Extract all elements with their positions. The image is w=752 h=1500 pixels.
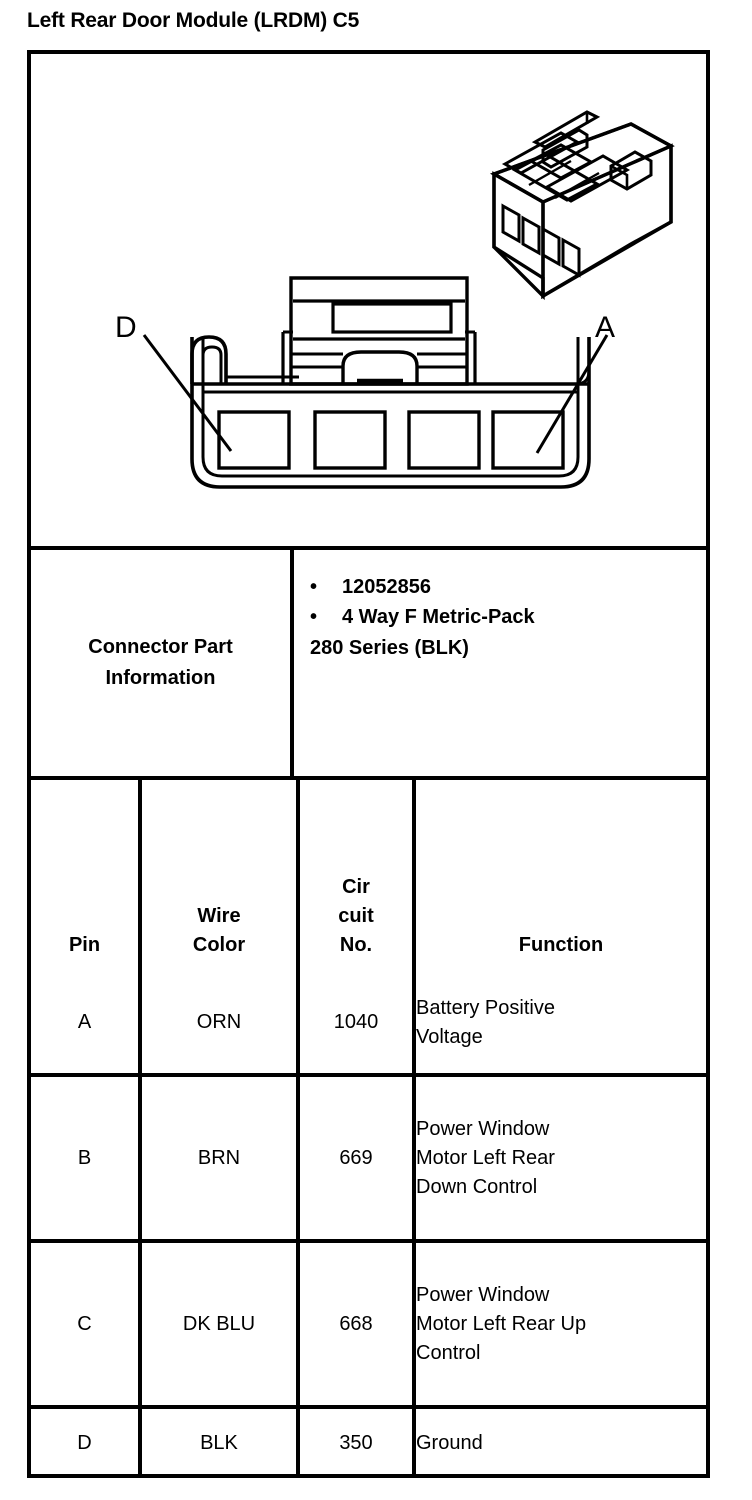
bullet-glyph-icon: •: [310, 576, 318, 598]
cell-function: Battery Positive Voltage: [414, 972, 706, 1077]
connector-info-frame: D A Connector Part Information • 12052856…: [27, 50, 710, 1478]
cell-circuit-no: 668: [298, 1241, 416, 1409]
function-line: Power Window: [416, 1283, 550, 1306]
callout-leaders: [142, 334, 609, 454]
partinfo-label-line2: Information: [105, 667, 216, 689]
bullet-glyph-icon-2: •: [310, 606, 318, 629]
function-line: Battery Positive: [416, 996, 555, 1019]
part-number-bullet-item: • 12052856: [310, 572, 706, 602]
callout-label-d: D: [115, 311, 137, 344]
cell-wire-color: BLK: [140, 1407, 300, 1477]
function-line: Motor Left Rear Up: [416, 1312, 587, 1335]
cell-function: Ground: [414, 1407, 706, 1477]
cell-circuit-no: 669: [298, 1075, 416, 1243]
partinfo-label-line1: Connector Part: [88, 636, 233, 658]
column-header-function: Function: [414, 780, 706, 972]
table-row: A ORN 1040 Battery Positive Voltage: [31, 972, 706, 1077]
function-line: Ground: [416, 1431, 483, 1454]
connector-drawing-svg: D A: [115, 110, 675, 489]
cell-pin: B: [31, 1075, 142, 1243]
part-description-continuation: 280 Series (BLK): [310, 636, 469, 659]
cell-pin: C: [31, 1241, 142, 1409]
cell-circuit-no: 350: [298, 1407, 416, 1477]
front-face-connector-view: [190, 276, 591, 489]
function-line: Down Control: [416, 1175, 538, 1198]
cell-function: Power Window Motor Left Rear Down Contro…: [414, 1075, 706, 1243]
cavity-squares: [217, 410, 565, 470]
connector-part-information-section: Connector Part Information • 12052856 • 4 …: [31, 546, 706, 776]
column-header-circuit-no: Cir cuit No.: [298, 780, 416, 972]
connector-part-information-values: • 12052856 • 4 Way F Metric-Pack 280 Serie…: [294, 550, 706, 776]
column-header-wire-color: Wire Color: [140, 780, 300, 972]
cell-pin: A: [31, 972, 142, 1077]
table-row: D BLK 350 Ground: [31, 1407, 706, 1477]
part-description-bullet-item: • 4 Way F Metric-Pack: [310, 602, 706, 632]
header-circuit-line1: Cir: [342, 876, 370, 898]
pin-table: Pin Wire Color Cir cuit: [31, 780, 706, 1477]
header-pin-line1: Pin: [68, 934, 101, 956]
cell-wire-color: BRN: [140, 1075, 300, 1243]
table-row: C DK BLU 668 Power Window Motor Left Rea…: [31, 1241, 706, 1409]
header-circuit-line3: No.: [339, 934, 373, 956]
callout-label-a: A: [595, 311, 615, 344]
cell-wire-color: DK BLU: [140, 1241, 300, 1409]
pin-function-table: Pin Wire Color Cir cuit: [31, 776, 706, 1477]
header-circuit-line2: cuit: [338, 905, 374, 927]
function-line: Voltage: [416, 1025, 483, 1048]
cell-pin: D: [31, 1407, 142, 1477]
page-title: Left Rear Door Module (LRDM) C5: [27, 9, 360, 32]
function-line: Control: [416, 1341, 481, 1364]
header-function-line1: Function: [518, 934, 604, 956]
part-description-text: 4 Way F Metric-Pack: [342, 606, 535, 629]
connector-part-information-label: Connector Part Information: [31, 550, 294, 776]
connector-illustration: D A: [31, 54, 706, 546]
part-number-text: 12052856: [342, 576, 431, 598]
table-row: B BRN 669 Power Window Motor Left Rear D…: [31, 1075, 706, 1243]
isometric-connector-view: [489, 110, 675, 301]
table-header-row: Pin Wire Color Cir cuit: [31, 780, 706, 972]
latch-tower: [281, 276, 477, 386]
cell-wire-color: ORN: [140, 972, 300, 1077]
function-line: Motor Left Rear: [416, 1146, 555, 1169]
header-wirecolor-line1: Wire: [197, 905, 241, 927]
header-wirecolor-line2: Color: [192, 934, 246, 956]
function-line: Power Window: [416, 1117, 550, 1140]
cell-function: Power Window Motor Left Rear Up Control: [414, 1241, 706, 1409]
column-header-pin: Pin: [31, 780, 142, 972]
cell-circuit-no: 1040: [298, 972, 416, 1077]
